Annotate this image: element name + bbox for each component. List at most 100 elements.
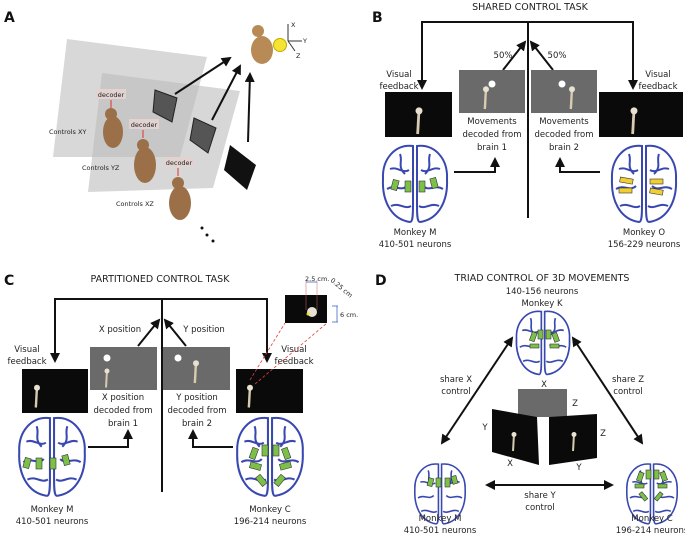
inset-width-label: 2.5 cm. bbox=[305, 275, 329, 283]
panel-label: B bbox=[372, 10, 383, 26]
share-x-label: control bbox=[441, 387, 470, 397]
neuron-count: 140-156 neurons bbox=[506, 287, 579, 297]
feedback-screen-left bbox=[22, 369, 88, 413]
feedback-screen-right bbox=[236, 369, 303, 413]
monkey-2: decoder bbox=[129, 119, 159, 183]
brain-monkey-o bbox=[610, 144, 678, 223]
panel-label: C bbox=[4, 273, 14, 289]
visual-feedback-label: Visual bbox=[645, 70, 670, 80]
panel-label: D bbox=[375, 273, 387, 289]
electrodes bbox=[22, 454, 71, 470]
neuron-count: 196-214 neurons bbox=[234, 517, 307, 527]
electrodes bbox=[390, 177, 439, 193]
decoded-label: Y position bbox=[175, 393, 218, 403]
controlled-monkey: X Y Z bbox=[251, 21, 307, 64]
brain-monkey-k bbox=[515, 310, 571, 376]
panel-title: PARTITIONED CONTROL TASK bbox=[91, 274, 231, 285]
share-label: Y position bbox=[182, 325, 225, 335]
decoded-screen-1 bbox=[459, 70, 525, 113]
screen-axis-label: X bbox=[507, 459, 513, 469]
decoded-label: decoded from bbox=[534, 130, 593, 140]
decoded-label: brain 2 bbox=[182, 419, 212, 429]
screen-yz bbox=[189, 117, 217, 154]
axis-x-label: X bbox=[291, 21, 296, 29]
panel-title: SHARED CONTROL TASK bbox=[472, 2, 589, 13]
neuron-count: 156-229 neurons bbox=[608, 240, 681, 250]
decoded-screen-2 bbox=[531, 70, 597, 113]
neuron-count: 410-501 neurons bbox=[379, 240, 452, 250]
panel-c: C PARTITIONED CONTROL TASK X position Y … bbox=[4, 273, 358, 527]
share-x-label: share X bbox=[440, 375, 472, 385]
monkey-name: Monkey C bbox=[631, 514, 673, 524]
target-ball bbox=[273, 38, 287, 52]
plane-yz bbox=[88, 73, 240, 192]
brain-monkey-c bbox=[236, 416, 304, 497]
screen-axis-label: Z bbox=[572, 399, 578, 409]
share-label: 50% bbox=[548, 51, 567, 61]
share-label: X position bbox=[99, 325, 141, 335]
plane-label: Controls XZ bbox=[116, 200, 154, 208]
neuron-count: 196-214 neurons bbox=[616, 526, 685, 536]
decoder-label: decoder bbox=[131, 121, 158, 129]
monkey-1: decoder bbox=[96, 89, 126, 148]
decoded-label: Movements bbox=[539, 117, 589, 127]
decoded-label: brain 1 bbox=[108, 419, 138, 429]
panel-title: TRIAD CONTROL OF 3D MOVEMENTS bbox=[454, 273, 630, 284]
feedback-screen-right bbox=[599, 92, 683, 137]
decoded-label: brain 2 bbox=[549, 143, 579, 153]
inset-height-label: 6 cm. bbox=[340, 311, 358, 319]
screen-xz bbox=[224, 145, 256, 190]
screen-axis-label: Y bbox=[575, 463, 582, 473]
monkey-name: Monkey K bbox=[521, 299, 563, 309]
decoded-label: decoded from bbox=[93, 406, 152, 416]
decoded-screen-1 bbox=[90, 347, 157, 390]
electrodes bbox=[248, 444, 292, 487]
screen-axis-label: X bbox=[541, 380, 547, 390]
visual-feedback-label: feedback bbox=[379, 82, 418, 92]
decoded-label: brain 1 bbox=[477, 143, 507, 153]
share-z-label: control bbox=[613, 387, 642, 397]
screen-axis-label: Z bbox=[600, 429, 606, 439]
decoded-label: X position bbox=[102, 393, 144, 403]
neuron-count: 410-501 neurons bbox=[16, 517, 89, 527]
monkey-3: decoder bbox=[164, 157, 194, 220]
screen-xz-top bbox=[518, 389, 567, 417]
electrodes bbox=[618, 176, 664, 196]
visual-feedback-label: Visual bbox=[386, 70, 411, 80]
inset-tolerance-label: 0.25 cm bbox=[329, 276, 354, 299]
visual-feedback-label: Visual bbox=[14, 345, 39, 355]
neuron-count: 410-501 neurons bbox=[404, 526, 477, 536]
screen-xy bbox=[152, 89, 178, 123]
visual-feedback-label: feedback bbox=[274, 357, 313, 367]
monkey-name: Monkey M bbox=[394, 228, 437, 238]
panel-b: B SHARED CONTROL TASK 50% 50% Visual fee… bbox=[372, 2, 683, 250]
panel-label: A bbox=[4, 10, 15, 26]
decoded-label: Movements bbox=[467, 117, 517, 127]
visual-feedback-label: Visual bbox=[281, 345, 306, 355]
screen-left bbox=[492, 409, 539, 465]
electrodes bbox=[426, 474, 459, 488]
electrodes bbox=[634, 469, 668, 502]
decoded-label: decoded from bbox=[462, 130, 521, 140]
share-y-label: share Y bbox=[524, 491, 556, 501]
decoder-label: decoder bbox=[166, 159, 193, 167]
electrodes bbox=[529, 329, 560, 349]
share-y-label: control bbox=[525, 503, 554, 513]
screen-axis-label: Y bbox=[481, 423, 488, 433]
monkey-name: Monkey M bbox=[419, 514, 462, 524]
monkey-name: Monkey O bbox=[623, 228, 666, 238]
monkey-name: Monkey C bbox=[249, 505, 291, 515]
brain-monkey-m bbox=[18, 416, 86, 497]
plane-label: Controls XY bbox=[49, 128, 86, 136]
visual-feedback-label: feedback bbox=[638, 82, 677, 92]
visual-feedback-label: feedback bbox=[7, 357, 46, 367]
panel-a: A Controls XY Controls YZ Controls XZ de… bbox=[4, 10, 307, 243]
decoded-label: decoded from bbox=[167, 406, 226, 416]
panel-d: D TRIAD CONTROL OF 3D MOVEMENTS 140-156 … bbox=[375, 273, 685, 536]
axis-y-label: Y bbox=[302, 37, 307, 45]
axis-z-label: Z bbox=[296, 52, 301, 60]
share-label: 50% bbox=[494, 51, 513, 61]
share-z-label: share Z bbox=[612, 375, 644, 385]
monkey-name: Monkey M bbox=[31, 505, 74, 515]
